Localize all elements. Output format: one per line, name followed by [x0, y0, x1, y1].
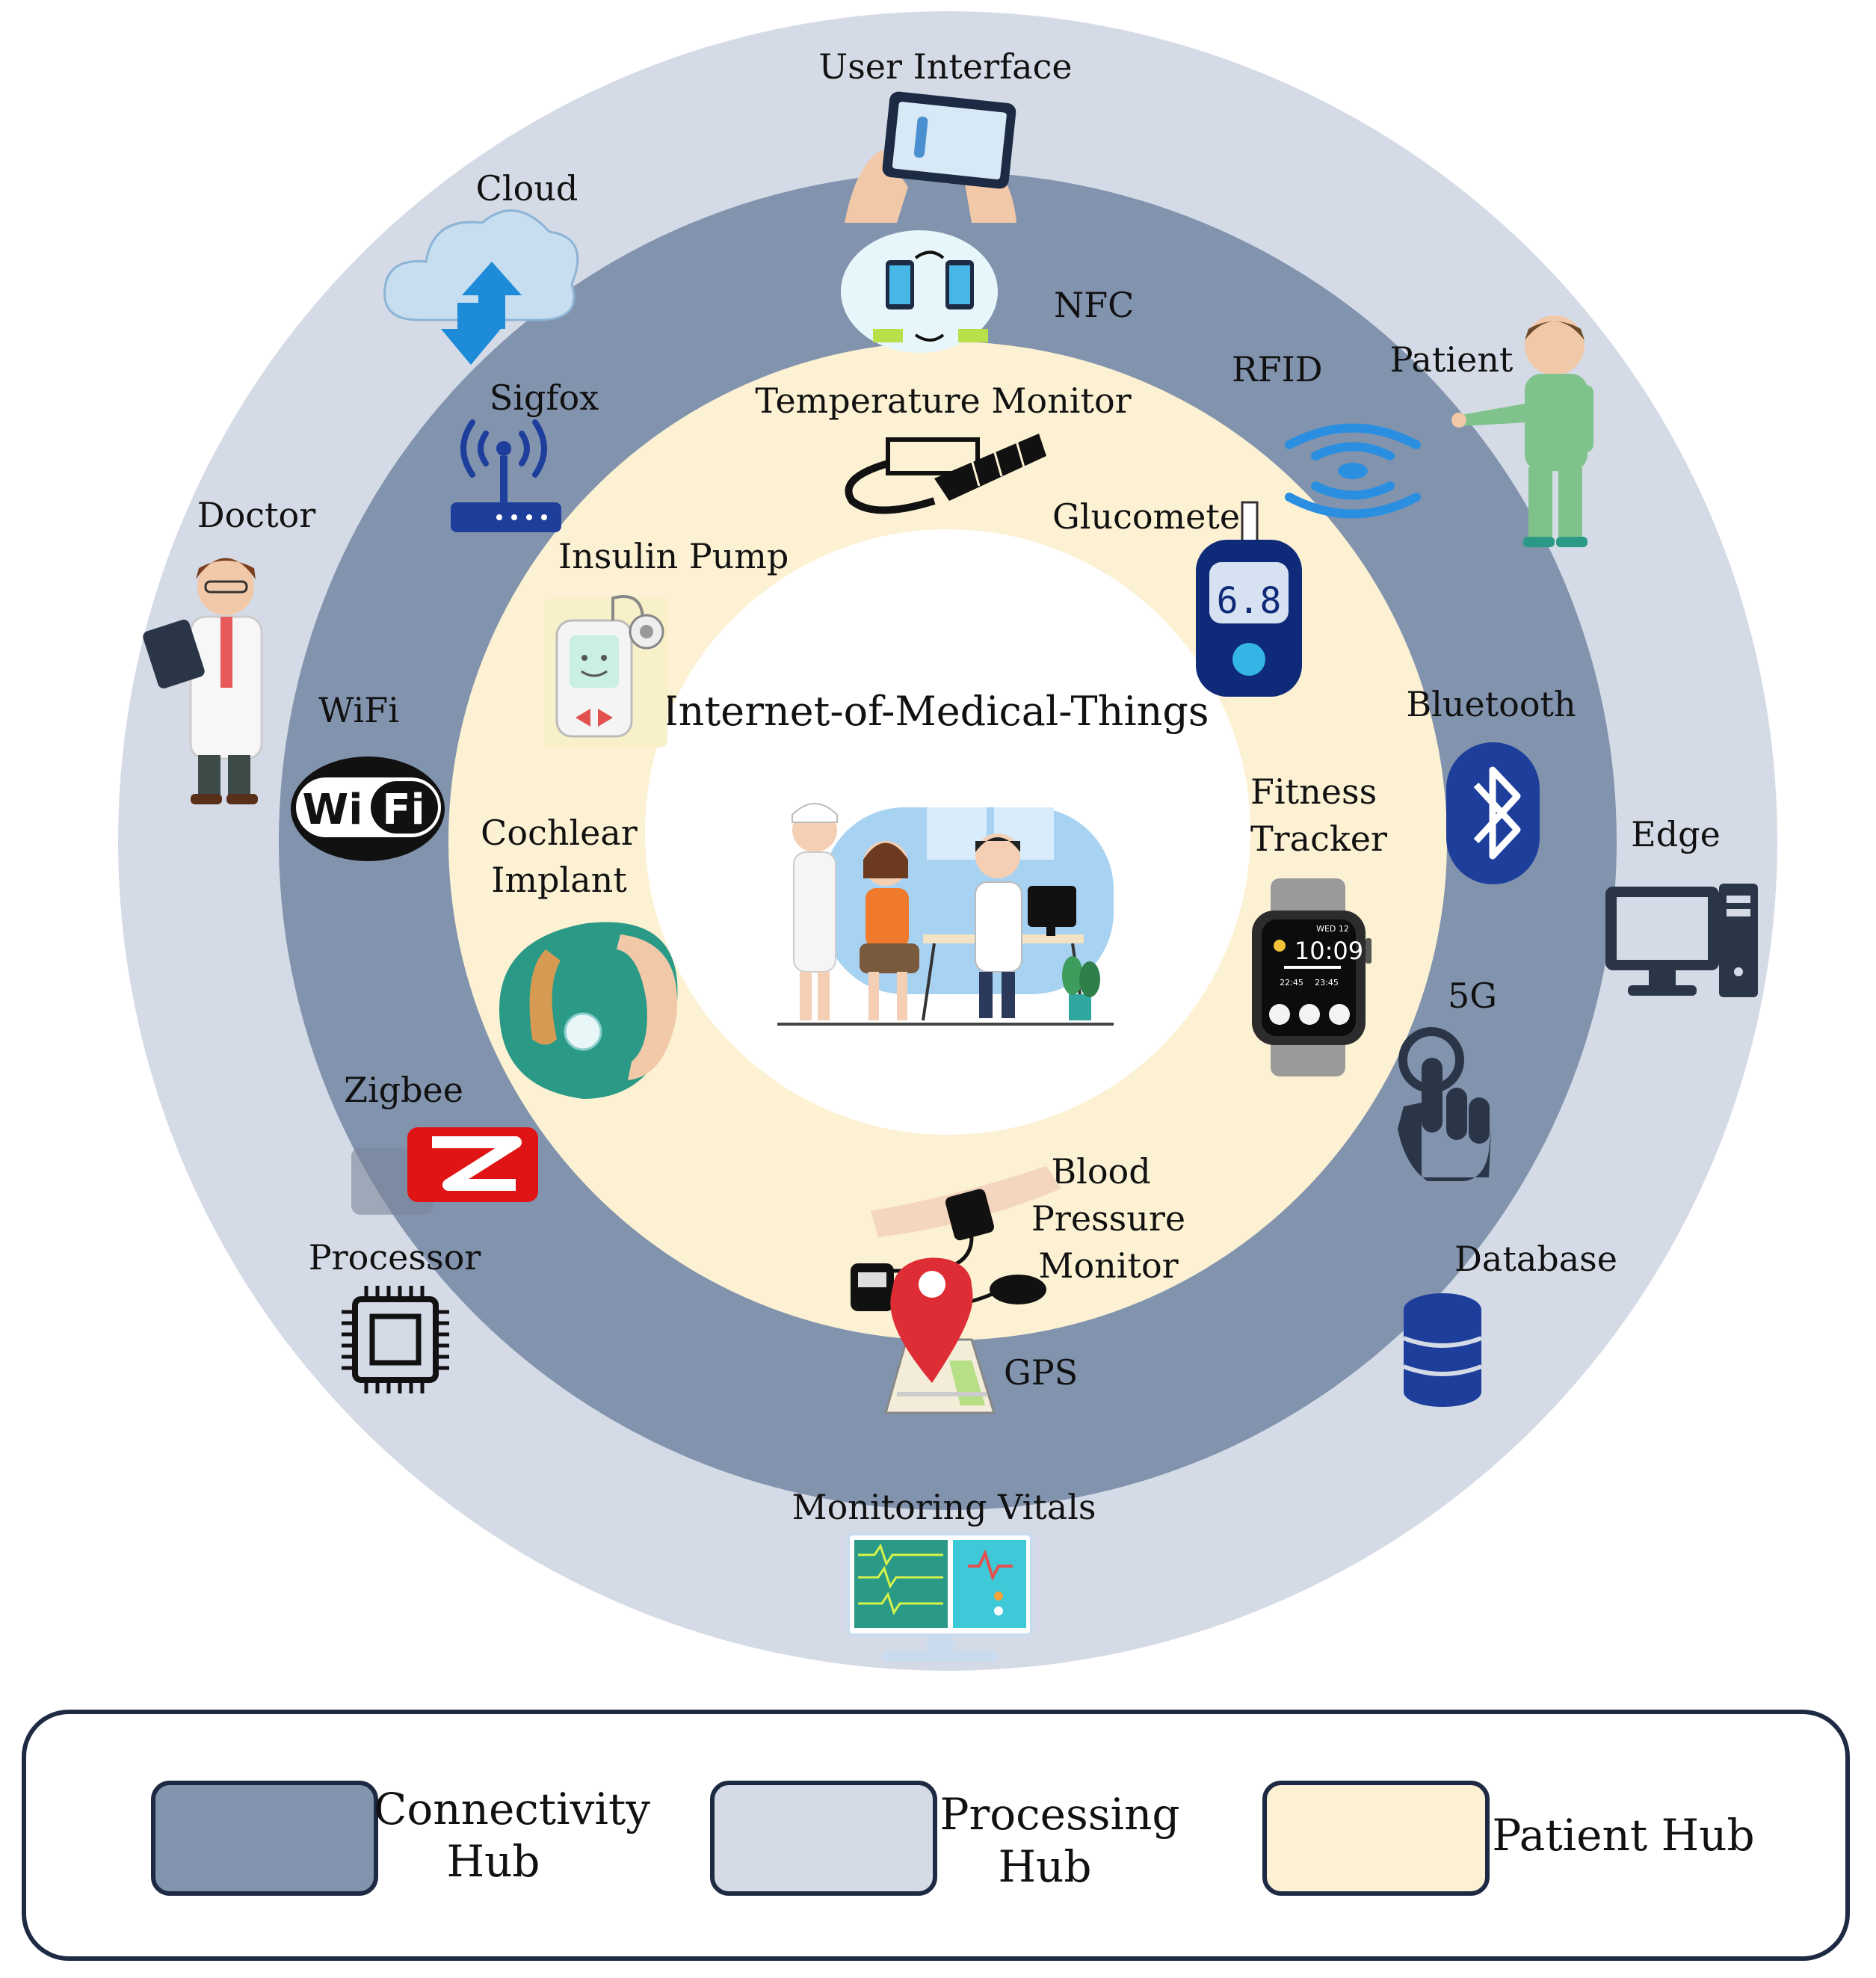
- rfid-icon: [1285, 423, 1421, 519]
- legend-connectivity-hub-line1: Connectivity: [374, 1784, 650, 1834]
- tablet-user-interface-icon: [845, 91, 1016, 223]
- processor-label: Processor: [309, 1237, 481, 1278]
- glucometer-label: Glucometer: [1052, 496, 1256, 537]
- edge-label: Edge: [1631, 814, 1721, 854]
- monitoring-vitals-monitor-icon: [847, 1532, 1033, 1662]
- blood-pressure-monitor-label-line3: Monitor: [1038, 1245, 1178, 1286]
- database-label: Database: [1454, 1239, 1617, 1279]
- 5g-touch-hand-icon: [1398, 1027, 1491, 1181]
- legend-swatch-patient-hub: [1262, 1781, 1490, 1896]
- glucometer-reading: 6.8: [1217, 580, 1282, 622]
- glucometer-icon: 6.8: [1196, 501, 1302, 697]
- wifi-logo-fi: Fi: [382, 786, 425, 834]
- legend-processing-hub-line2: Hub: [998, 1841, 1091, 1892]
- legend-swatch-processing-hub: [710, 1781, 937, 1896]
- user-interface-label: User Interface: [818, 46, 1072, 87]
- sigfox-label: Sigfox: [490, 378, 599, 418]
- cochlear-implant-label-line2: Implant: [491, 860, 627, 900]
- doctor-label: Doctor: [197, 495, 316, 535]
- blood-pressure-monitor-label-line1: Blood: [1051, 1151, 1150, 1192]
- zigbee-label: Zigbee: [344, 1070, 463, 1110]
- blood-pressure-monitor-label-line2: Pressure: [1031, 1198, 1185, 1239]
- cloud-label: Cloud: [476, 168, 578, 209]
- fitness-tracker-label-line1: Fitness: [1250, 771, 1377, 812]
- legend-processing-hub-line1: Processing: [939, 1789, 1179, 1840]
- gps-label: GPS: [1004, 1352, 1078, 1393]
- nfc-icon: [841, 230, 998, 353]
- wifi-logo-wi: Wi: [303, 786, 363, 834]
- watch-sub-time-1: 22:45: [1280, 978, 1303, 988]
- legend-patient-hub: Patient Hub: [1492, 1810, 1754, 1861]
- bluetooth-icon: [1446, 742, 1540, 884]
- watch-date: WED 12: [1316, 924, 1349, 934]
- wifi-logo-icon: Wi Fi: [291, 757, 445, 861]
- monitoring-vitals-label: Monitoring Vitals: [792, 1487, 1096, 1527]
- gps-map-pin-icon: [884, 1257, 996, 1414]
- wifi-label: WiFi: [318, 690, 399, 730]
- patient-person-icon: [1451, 315, 1593, 547]
- fitness-tracker-label-line2: Tracker: [1250, 819, 1387, 859]
- watch-time: 10:09: [1295, 937, 1363, 965]
- insulin-pump-icon: [544, 595, 667, 748]
- cochlear-implant-icon: [499, 922, 678, 1099]
- zigbee-logo-icon: [351, 1127, 538, 1215]
- temperature-monitor-icon: [845, 434, 1046, 514]
- cloud-upload-download-icon: [383, 209, 579, 365]
- legend-connectivity-hub-line2: Hub: [446, 1836, 540, 1887]
- center-title: Internet-of-Medical-Things: [662, 688, 1209, 735]
- nfc-label: NFC: [1054, 285, 1134, 325]
- edge-computer-icon: [1605, 884, 1758, 997]
- legend-swatch-connectivity-hub: [151, 1781, 378, 1896]
- temperature-monitor-label: Temperature Monitor: [755, 380, 1131, 421]
- patient-label: Patient: [1390, 339, 1514, 380]
- rfid-label: RFID: [1232, 349, 1323, 389]
- doctor-person-icon: [143, 558, 263, 804]
- watch-sub-time-2: 23:45: [1315, 978, 1339, 988]
- smartwatch-icon: WED 12 10:09 22:45 23:45: [1252, 878, 1371, 1076]
- 5g-label: 5G: [1448, 976, 1497, 1016]
- bluetooth-label: Bluetooth: [1406, 684, 1576, 724]
- database-icon: [1402, 1293, 1483, 1407]
- clinic-scene-illustration: [777, 803, 1114, 1026]
- cochlear-implant-label-line1: Cochlear: [481, 813, 638, 853]
- processor-chip-icon: [342, 1286, 449, 1393]
- insulin-pump-label: Insulin Pump: [558, 536, 789, 576]
- sigfox-router-icon: [451, 419, 561, 532]
